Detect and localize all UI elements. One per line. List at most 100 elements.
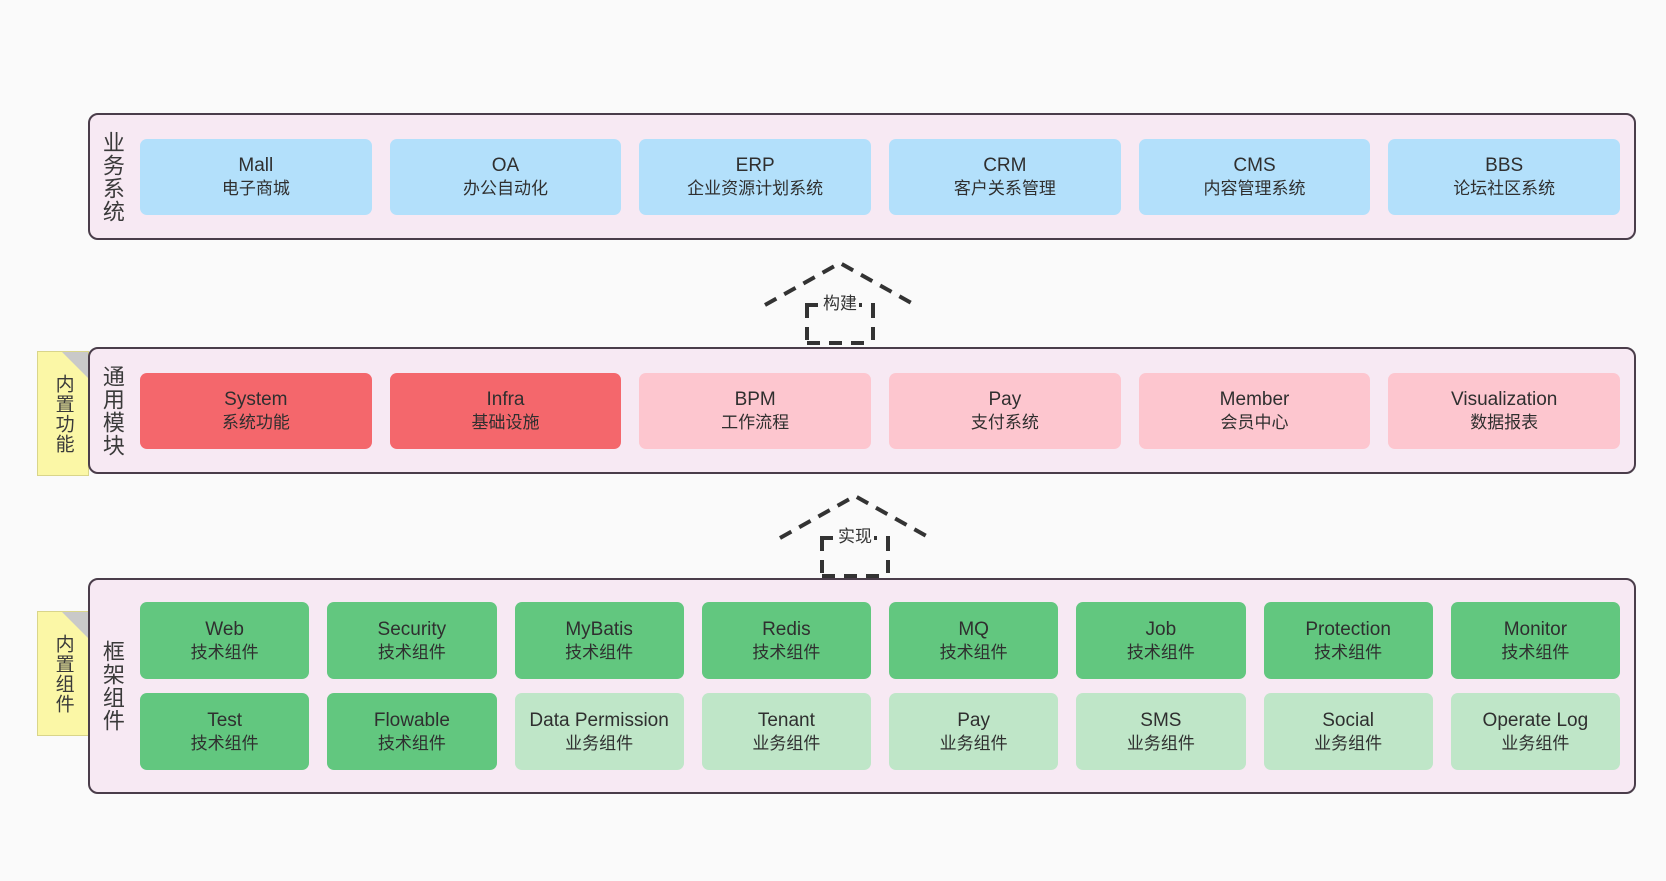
node-mq[interactable]: MQ 技术组件 [889, 602, 1059, 679]
node-pay-component[interactable]: Pay 业务组件 [889, 693, 1059, 770]
node-crm[interactable]: CRM 客户关系管理 [889, 138, 1121, 215]
node-subtitle: 内容管理系统 [1203, 178, 1306, 198]
connector-build[interactable]: 构建 [755, 255, 925, 345]
node-flowable[interactable]: Flowable 技术组件 [327, 693, 497, 770]
node-title: Data Permission [529, 710, 669, 732]
connector-label-build: 构建 [821, 289, 859, 314]
node-title: SMS [1140, 710, 1182, 732]
node-test[interactable]: Test 技术组件 [140, 693, 310, 770]
layer-body-common: System 系统功能 Infra 基础设施 BPM 工作流程 Pay 支付系统… [134, 349, 1634, 472]
node-member[interactable]: Member 会员中心 [1138, 372, 1371, 449]
node-operate-log[interactable]: Operate Log 业务组件 [1450, 693, 1620, 770]
node-monitor[interactable]: Monitor 技术组件 [1450, 602, 1620, 679]
node-subtitle: 技术组件 [1314, 642, 1383, 662]
node-web[interactable]: Web 技术组件 [140, 602, 310, 679]
node-subtitle: 系统功能 [221, 412, 290, 432]
node-mall[interactable]: Mall 电子商城 [140, 138, 372, 215]
node-subtitle: 技术组件 [565, 642, 634, 662]
node-protection[interactable]: Protection 技术组件 [1263, 602, 1433, 679]
node-subtitle: 技术组件 [752, 642, 821, 662]
node-title: Flowable [373, 710, 450, 732]
node-title: Operate Log [1482, 710, 1589, 732]
node-subtitle: 业务组件 [752, 733, 821, 753]
node-subtitle: 企业资源计划系统 [687, 178, 824, 198]
node-mybatis[interactable]: MyBatis 技术组件 [514, 602, 684, 679]
node-job[interactable]: Job 技术组件 [1076, 602, 1246, 679]
node-erp[interactable]: ERP 企业资源计划系统 [639, 138, 872, 215]
node-subtitle: 业务组件 [1501, 733, 1570, 753]
node-redis[interactable]: Redis 技术组件 [701, 602, 871, 679]
node-title: BPM [734, 389, 776, 411]
node-subtitle: 技术组件 [1126, 642, 1195, 662]
node-bpm[interactable]: BPM 工作流程 [639, 372, 872, 449]
node-row: Mall 电子商城 OA 办公自动化 ERP 企业资源计划系统 CRM 客户关系… [140, 138, 1621, 215]
node-title: Web [205, 619, 244, 641]
node-subtitle: 论坛社区系统 [1453, 178, 1556, 198]
node-row: Web 技术组件 Security 技术组件 MyBatis 技术组件 Redi… [140, 602, 1620, 679]
node-oa[interactable]: OA 办公自动化 [389, 138, 622, 215]
node-social[interactable]: Social 业务组件 [1263, 693, 1433, 770]
layer-business-system[interactable]: 业务系统 Mall 电子商城 OA 办公自动化 ERP 企业资源计划系统 CRM… [88, 113, 1636, 240]
node-title: CMS [1233, 155, 1276, 177]
page-fold-icon [62, 352, 88, 378]
node-security[interactable]: Security 技术组件 [327, 602, 497, 679]
node-subtitle: 办公自动化 [463, 178, 548, 198]
node-title: OA [491, 155, 520, 177]
connector-implement[interactable]: 实现 [770, 488, 940, 578]
node-pay-module[interactable]: Pay 支付系统 [889, 372, 1121, 449]
node-data-permission[interactable]: Data Permission 业务组件 [514, 693, 684, 770]
layer-framework-component[interactable]: 框架组件 Web 技术组件 Security 技术组件 MyBatis 技术组件… [88, 578, 1636, 794]
layer-title-framework: 框架组件 [99, 640, 125, 732]
layer-title-common: 通用模块 [99, 364, 125, 457]
node-subtitle: 技术组件 [377, 642, 446, 662]
node-row: Test 技术组件 Flowable 技术组件 Data Permission … [140, 693, 1620, 770]
node-subtitle: 技术组件 [190, 733, 259, 753]
layer-common-module[interactable]: 通用模块 System 系统功能 Infra 基础设施 BPM 工作流程 Pay… [88, 347, 1636, 474]
arrowhead-open-triangle [764, 260, 916, 307]
node-subtitle: 技术组件 [1501, 642, 1570, 662]
node-title: Visualization [1451, 389, 1558, 411]
node-infra[interactable]: Infra 基础设施 [389, 372, 622, 449]
node-subtitle: 业务组件 [1126, 733, 1195, 753]
node-subtitle: 数据报表 [1470, 412, 1539, 432]
layer-body-framework: Web 技术组件 Security 技术组件 MyBatis 技术组件 Redi… [134, 580, 1634, 792]
node-subtitle: 基础设施 [471, 412, 540, 432]
node-subtitle: 业务组件 [939, 733, 1008, 753]
node-row: System 系统功能 Infra 基础设施 BPM 工作流程 Pay 支付系统… [140, 372, 1621, 449]
node-subtitle: 技术组件 [190, 642, 259, 662]
node-system[interactable]: System 系统功能 [140, 372, 372, 449]
node-title: BBS [1485, 155, 1524, 177]
node-subtitle: 电子商城 [221, 178, 290, 198]
node-title: Redis [762, 619, 811, 641]
node-bbs[interactable]: BBS 论坛社区系统 [1388, 138, 1621, 215]
connector-label-implement: 实现 [836, 522, 874, 547]
node-sms[interactable]: SMS 业务组件 [1076, 693, 1246, 770]
node-cms[interactable]: CMS 内容管理系统 [1138, 138, 1371, 215]
layer-body-business: Mall 电子商城 OA 办公自动化 ERP 企业资源计划系统 CRM 客户关系… [134, 115, 1634, 238]
node-title: Pay [988, 389, 1022, 411]
node-title: Pay [957, 710, 990, 732]
node-title: Mall [238, 155, 274, 177]
node-subtitle: 客户关系管理 [953, 178, 1056, 198]
sticky-note-label: 内置组件 [52, 633, 74, 714]
node-title: Monitor [1503, 619, 1568, 641]
node-title: Infra [486, 389, 525, 411]
sticky-note-built-in-function[interactable]: 内置功能 [37, 351, 89, 476]
node-subtitle: 技术组件 [377, 733, 446, 753]
node-subtitle: 支付系统 [970, 412, 1039, 432]
node-title: Test [207, 710, 243, 732]
node-title: Member [1219, 389, 1290, 411]
sticky-note-built-in-component[interactable]: 内置组件 [37, 611, 89, 736]
node-tenant[interactable]: Tenant 业务组件 [701, 693, 871, 770]
sticky-note-label: 内置功能 [52, 373, 74, 454]
node-title: Social [1322, 710, 1374, 732]
node-subtitle: 会员中心 [1220, 412, 1289, 432]
node-title: MQ [958, 619, 989, 641]
node-title: Security [377, 619, 447, 641]
node-visualization[interactable]: Visualization 数据报表 [1388, 372, 1621, 449]
node-subtitle: 技术组件 [939, 642, 1008, 662]
arrowhead-open-triangle [779, 493, 931, 540]
node-title: Tenant [757, 710, 815, 732]
node-title: MyBatis [565, 619, 633, 641]
